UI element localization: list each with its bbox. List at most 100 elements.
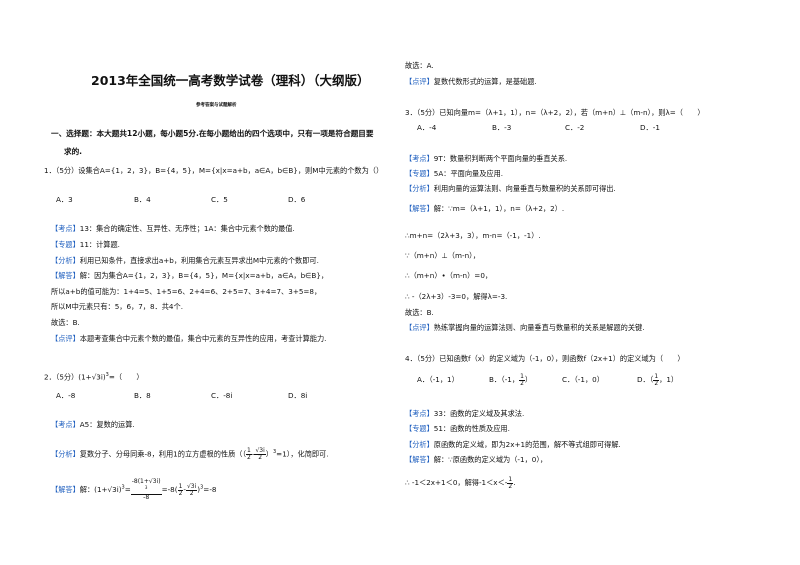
jieda-eq1: = — [124, 485, 131, 494]
q3-solution-line3: ∵（m+n）⊥（m-n）， — [405, 251, 480, 260]
fenxi-exp: 3 — [272, 449, 277, 455]
q4-jieda: 【解答】解：∵原函数的定义域为（-1，0）， — [405, 455, 547, 465]
kaodian-tag: 【考点】 — [51, 420, 80, 429]
q1-option-d: D．6 — [288, 195, 306, 204]
l2-post: . — [513, 478, 516, 487]
zhuanti-text: 51：函数的性质及应用. — [433, 424, 510, 433]
q2-option-c: C．-8i — [211, 391, 233, 400]
q4-zhuanti: 【专题】51：函数的性质及应用. — [405, 424, 510, 434]
fraction-den: 2 — [258, 453, 263, 461]
dianping-text: 本题考查集合中元素个数的最值，集合中元素的互异性的应用，考查计算能力. — [79, 334, 327, 343]
section-heading: 一、选择题：本大题共12小题，每小题5分.在每小题给出的四个选项中，只有一项是符… — [51, 129, 374, 138]
dianping-tag: 【点评】 — [51, 334, 80, 343]
dianping-text: 熟练掌握向量的运算法则、向量垂直与数量积的关系是解题的关键. — [433, 323, 645, 332]
fraction-den: -8 — [143, 494, 150, 501]
q3-option-a: A．-4 — [417, 123, 437, 132]
fraction-num: 1 — [177, 482, 184, 491]
q3-option-d: D．-1 — [640, 123, 660, 132]
fenxi-tag: 【分析】 — [51, 256, 80, 265]
kaodian-text: A5：复数的运算. — [79, 420, 135, 429]
fraction-den: 2 — [654, 379, 659, 387]
q3-jieda: 【解答】解：∵m=（λ+1，1），n=（λ+2，2）. — [405, 204, 564, 214]
dianping-tag: 【点评】 — [405, 77, 434, 86]
fraction-den: 2 — [508, 482, 513, 490]
dianping-tag: 【点评】 — [405, 323, 434, 332]
prev-dianping: 【点评】复数代数形式的运算，是基础题. — [405, 77, 537, 87]
q2-option-b: B．8 — [134, 391, 151, 400]
jieda-tag: 【解答】 — [405, 455, 434, 464]
opt-b-pre: B．（-1， — [489, 375, 520, 384]
fenxi-mid: - — [251, 449, 255, 459]
jieda-close: ) — [197, 485, 201, 494]
fenxi-post: ） — [265, 449, 273, 459]
q3-zhuanti: 【专题】5A：平面向量及应用. — [405, 169, 503, 179]
prev-answer: 故选：A. — [405, 61, 434, 70]
kaodian-tag: 【考点】 — [405, 409, 434, 418]
opt-d-post: ，1） — [659, 375, 679, 384]
q3-fenxi: 【分析】利用向量的运算法则、向量垂直与数量积的关系即可得出. — [405, 184, 616, 194]
q2-stem-pre: 2．（5分） — [44, 372, 79, 382]
q2-kaodian: 【考点】A5：复数的运算. — [51, 420, 135, 430]
zhuanti-tag: 【专题】 — [405, 169, 434, 178]
fraction-den: 2 — [178, 489, 183, 497]
q1-option-a: A．3 — [56, 195, 73, 204]
q1-stem-cont: ） — [376, 166, 384, 175]
jieda-text: 解：因为集合A={1，2，3}，B={4，5}，M={x|x=a+b，a∈A，b… — [79, 271, 329, 280]
q4-option-a: A．（-1，1） — [417, 375, 459, 384]
jieda-exp: 3 — [121, 484, 125, 491]
kaodian-text: 9T：数量积判断两个平面向量的垂直关系. — [433, 154, 568, 163]
fenxi-pre: 复数分子、分母同乘-8，利用1的立方虚根的性质（（ — [79, 449, 247, 459]
q1-jieda: 【解答】解：因为集合A={1，2，3}，B={4，5}，M={x|x=a+b，a… — [51, 271, 328, 281]
q4-option-c: C．（-1，0） — [562, 375, 604, 384]
fenxi-text: 利用已知条件，直接求出a+b，利用集合元素互异求出M中元素的个数即可. — [79, 256, 319, 265]
kaodian-tag: 【考点】 — [51, 224, 80, 233]
fraction-num: 1 — [519, 372, 525, 381]
q2-stem-post: =（ ） — [108, 372, 144, 382]
fraction-den: 2 — [520, 379, 524, 387]
fraction-num: 1 — [507, 475, 514, 484]
fenxi-end: =1），化简即可. — [276, 449, 329, 459]
q2-stem-expr: (1+√3i) — [78, 372, 106, 382]
opt-b-post: ） — [524, 375, 533, 384]
jieda-pre: 解： — [79, 485, 95, 494]
fraction-num: -8(1+√3i)3 — [130, 479, 162, 495]
q2-stem: 2．（5分）(1+√3i)3=（ ） — [44, 370, 144, 382]
zhuanti-tag: 【专题】 — [405, 424, 434, 433]
jieda-tag: 【解答】 — [405, 204, 434, 213]
q3-kaodian: 【考点】9T：数量积判断两个平面向量的垂直关系. — [405, 154, 567, 164]
q1-option-c: C．5 — [211, 195, 228, 204]
zhuanti-text: 11：计算题. — [79, 240, 120, 249]
dianping-text: 复数代数形式的运算，是基础题. — [433, 77, 537, 86]
jieda-eq2: =-8( — [161, 485, 178, 494]
q3-option-b: B．-3 — [492, 123, 512, 132]
num-exp: 3 — [144, 485, 148, 490]
jieda-text: 解：∵m=（λ+1，1），n=（λ+2，2）. — [433, 204, 565, 213]
q2-option-a: A．-8 — [56, 391, 76, 400]
jieda-tag: 【解答】 — [51, 271, 80, 280]
fraction-den: 2 — [247, 453, 251, 461]
section-heading-cont: 求的. — [64, 147, 83, 156]
q3-answer: 故选：B. — [405, 308, 434, 317]
q3-option-c: C．-2 — [565, 123, 585, 132]
page-subtitle: 参考答案与试题解析 — [196, 103, 237, 108]
fenxi-tag: 【分析】 — [51, 449, 80, 459]
jieda-exp2: 3 — [200, 484, 204, 491]
fraction-num: 1 — [653, 372, 660, 381]
q1-kaodian: 【考点】13：集合的确定性、互异性、无序性；1A：集合中元素个数的最值. — [51, 224, 295, 234]
kaodian-tag: 【考点】 — [405, 154, 434, 163]
jieda-end: =-8 — [203, 485, 217, 494]
q3-solution-line4: ∴（m+n）•（m-n）=0， — [405, 271, 493, 280]
q4-fenxi: 【分析】原函数的定义域，即为2x+1的范围，解不等式组即可得解. — [405, 440, 621, 450]
fenxi-text: 利用向量的运算法则、向量垂直与数量积的关系即可得出. — [433, 184, 616, 193]
